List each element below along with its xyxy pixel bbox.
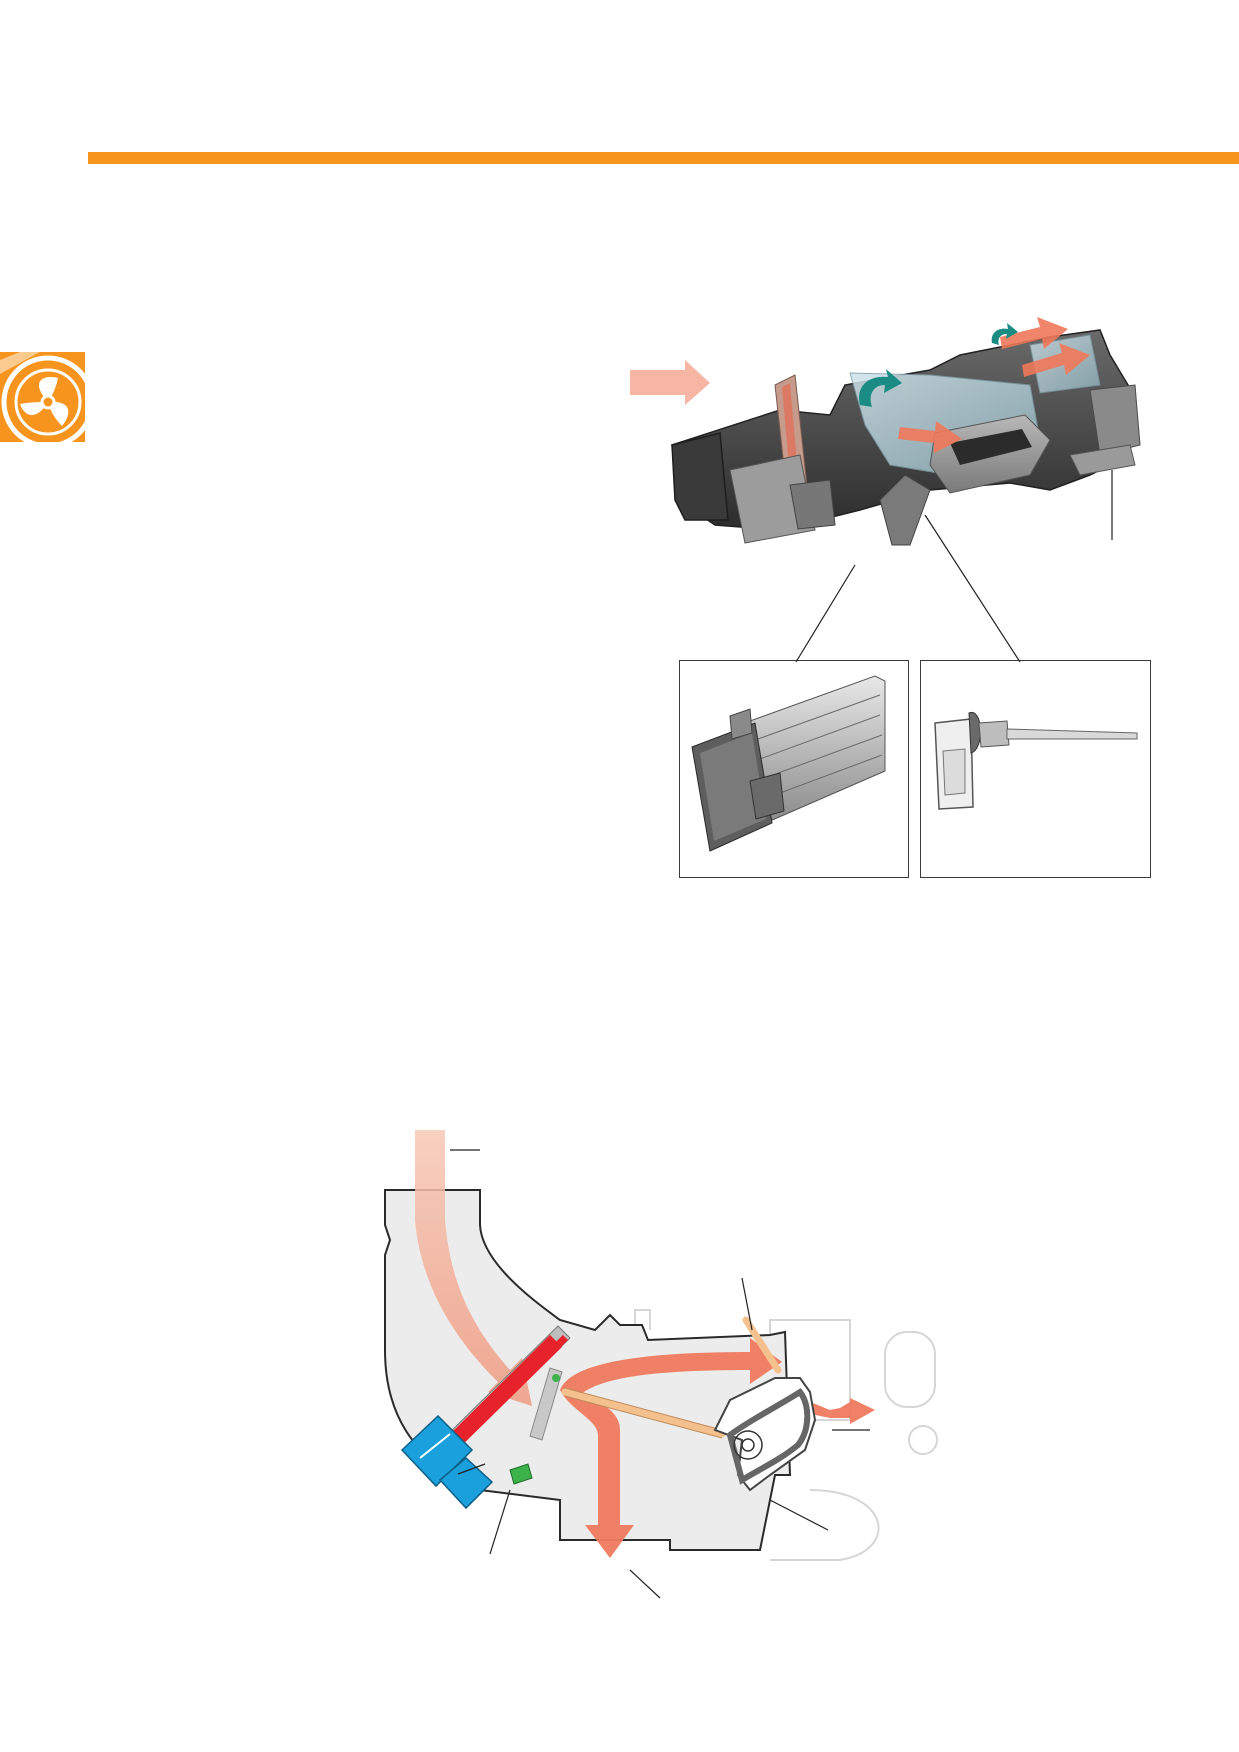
- electric-heater-illustration: [679, 660, 909, 878]
- header-rule: [88, 152, 1239, 164]
- fan-icon: [0, 352, 85, 442]
- hvac-unit-illustration: [630, 315, 1239, 595]
- temperature-sensor-illustration: [920, 660, 1151, 878]
- airflow-schematic: [370, 1130, 990, 1610]
- orange-rule: [88, 152, 1239, 164]
